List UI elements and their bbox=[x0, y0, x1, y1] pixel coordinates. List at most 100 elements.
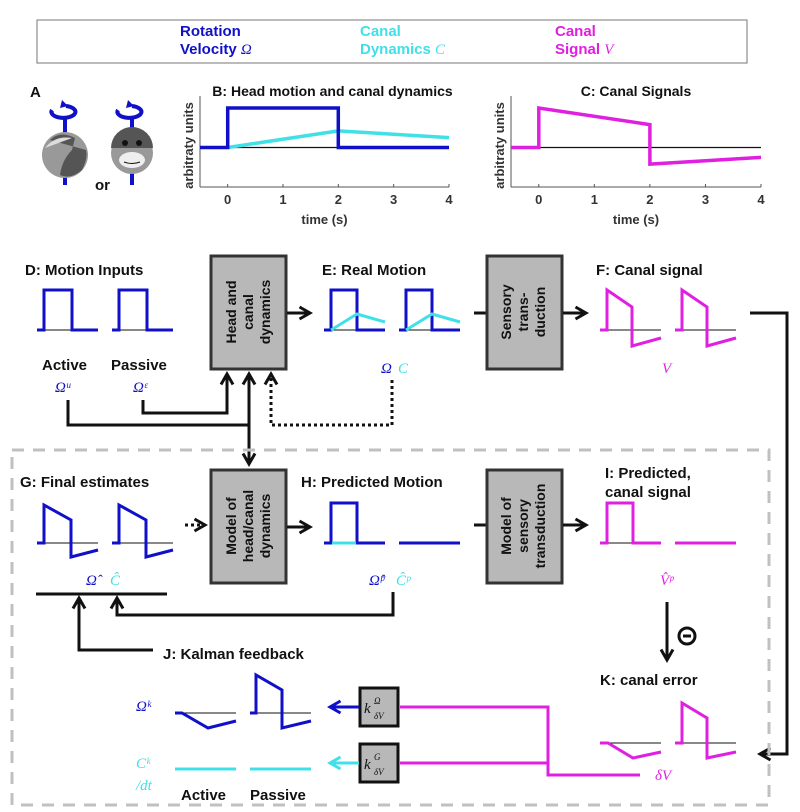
chart-b-tick-label: 1 bbox=[279, 192, 286, 207]
arrow-f-to-k bbox=[750, 311, 789, 762]
chart-c-series-magenta bbox=[511, 105, 762, 166]
svg-text:Model of: Model of bbox=[223, 497, 239, 555]
panel-e-title: E: Real Motion bbox=[322, 262, 426, 279]
chart-canal-signals: C: Canal Signals 0 1 2 3 4 time (s) arbitraty u… bbox=[492, 83, 765, 227]
head-canal-dynamics-box: Head and canal dynamics bbox=[209, 254, 288, 371]
panel-i-title-line1: I: Predicted, bbox=[605, 465, 691, 482]
svg-text:sensory: sensory bbox=[515, 499, 531, 553]
svg-text:Model of: Model of bbox=[498, 497, 514, 555]
canal-signal-active-trace bbox=[600, 287, 662, 348]
chart-b-series-blue bbox=[200, 106, 449, 150]
omega-hat-symbol: Ω̂ bbox=[86, 573, 103, 589]
chart-c-title: C: Canal Signals bbox=[581, 83, 692, 99]
svg-text:trans-: trans- bbox=[515, 292, 531, 331]
svg-text:δV: δV bbox=[374, 767, 385, 777]
sensory-transduction-box: Sensory trans- duction bbox=[485, 254, 564, 371]
final-estimate-active-trace bbox=[37, 502, 99, 559]
v-hat-p-symbol: V̂ᵖ bbox=[660, 573, 674, 589]
legend-canal-signal-line1: Canal bbox=[555, 23, 596, 40]
panel-i-title-line2: canal signal bbox=[605, 484, 691, 501]
panel-f-title: F: Canal signal bbox=[596, 262, 703, 279]
gain-g-box: k G δV bbox=[358, 742, 400, 784]
or-label: or bbox=[95, 177, 110, 194]
svg-text:dynamics: dynamics bbox=[257, 493, 273, 558]
chart-b-title: B: Head motion and canal dynamics bbox=[212, 83, 453, 99]
panel-g-title: G: Final estimates bbox=[20, 474, 149, 491]
svg-text:δV: δV bbox=[374, 711, 385, 721]
passive-input-trace bbox=[112, 288, 173, 332]
wire-kalman-to-sum bbox=[71, 594, 153, 652]
chart-b-tick-label: 3 bbox=[390, 192, 397, 207]
omega-hat-p-symbol: Ω̂ᵖ bbox=[369, 573, 386, 589]
wire-omega-u bbox=[66, 400, 249, 427]
chart-c-tick-label: 0 bbox=[535, 192, 542, 207]
svg-text:dynamics: dynamics bbox=[257, 279, 273, 344]
omega-u-symbol: Ωᵘ bbox=[55, 380, 71, 396]
dt-symbol: /dt bbox=[135, 778, 153, 794]
v-symbol: V bbox=[662, 361, 673, 377]
kalman-passive-label: Passive bbox=[250, 787, 306, 804]
legend-canal-dynamics-line1: Canal bbox=[360, 23, 401, 40]
legend-canal-signal-line2: Signal V bbox=[555, 41, 615, 58]
svg-text:Ω: Ω bbox=[374, 696, 381, 706]
legend-rotation-line2: Velocity Ω bbox=[180, 41, 252, 58]
chart-c-ylabel: arbitraty units bbox=[492, 102, 507, 189]
omega-k-symbol: Ωᵏ bbox=[136, 699, 152, 715]
legend-box bbox=[36, 19, 748, 64]
chart-b-ylabel: arbitraty units bbox=[181, 102, 196, 189]
svg-text:k: k bbox=[364, 757, 371, 773]
active-label: Active bbox=[42, 357, 87, 374]
svg-text:canal: canal bbox=[240, 294, 256, 330]
real-motion-passive-trace bbox=[399, 288, 461, 332]
passive-label: Passive bbox=[111, 357, 167, 374]
earth-head-icon bbox=[42, 100, 88, 185]
legend-canal-dynamics-line2: Dynamics C bbox=[360, 41, 446, 58]
canal-error-passive-trace bbox=[675, 700, 737, 760]
minus-sign-icon bbox=[677, 626, 697, 646]
model-head-canal-box: Model of head/canal dynamics bbox=[209, 468, 288, 585]
chart-c-tick-label: 2 bbox=[646, 192, 653, 207]
chart-c-tick-label: 1 bbox=[591, 192, 598, 207]
canal-error-active-trace bbox=[600, 741, 662, 760]
chart-c-tick-label: 3 bbox=[702, 192, 709, 207]
chart-c-xlabel: time (s) bbox=[613, 212, 659, 227]
c-hat-symbol: Ĉ bbox=[110, 572, 121, 589]
chart-c-tick-label: 4 bbox=[757, 192, 765, 207]
panel-k-title: K: canal error bbox=[600, 672, 698, 689]
svg-text:k: k bbox=[364, 701, 371, 717]
final-estimate-passive-trace bbox=[112, 502, 174, 559]
chart-b-tick-label: 2 bbox=[335, 192, 342, 207]
legend-rotation-line1: Rotation bbox=[180, 23, 241, 40]
monkey-head-icon bbox=[111, 100, 153, 185]
c-k-symbol: Cᵏ bbox=[136, 756, 151, 772]
kalman-active-label: Active bbox=[181, 787, 226, 804]
chart-b-tick-label: 0 bbox=[224, 192, 231, 207]
panel-a-label: A bbox=[30, 84, 41, 101]
internal-model-boundary bbox=[10, 448, 771, 807]
c-hat-p-symbol: Ĉᵖ bbox=[396, 572, 411, 589]
c-symbol: C bbox=[398, 361, 409, 377]
predicted-motion-active-trace bbox=[324, 501, 385, 545]
gain-omega-box: k Ω δV bbox=[358, 686, 400, 728]
svg-text:duction: duction bbox=[532, 287, 548, 338]
svg-text:Sensory: Sensory bbox=[498, 284, 514, 339]
svg-text:transduction: transduction bbox=[532, 484, 548, 569]
real-motion-active-trace bbox=[324, 288, 386, 332]
wire-error-to-gain1 bbox=[400, 705, 640, 777]
panel-j-title: J: Kalman feedback bbox=[163, 646, 305, 663]
svg-text:Head and: Head and bbox=[223, 280, 239, 343]
panel-h-title: H: Predicted Motion bbox=[301, 474, 443, 491]
omega-eps-symbol: Ωᵋ bbox=[133, 380, 149, 396]
svg-text:head/canal: head/canal bbox=[240, 490, 256, 562]
delta-v-symbol: δV bbox=[655, 768, 673, 784]
wire-predicted-to-sum bbox=[109, 592, 395, 617]
svg-text:G: G bbox=[374, 752, 381, 762]
dotted-wire-real-motion bbox=[263, 370, 394, 427]
omega-symbol: Ω bbox=[381, 361, 392, 377]
kalman-omega-passive-trace bbox=[250, 672, 312, 730]
active-input-trace bbox=[37, 288, 98, 332]
canal-signal-passive-trace bbox=[675, 287, 737, 348]
wire-omega-eps bbox=[141, 370, 235, 415]
